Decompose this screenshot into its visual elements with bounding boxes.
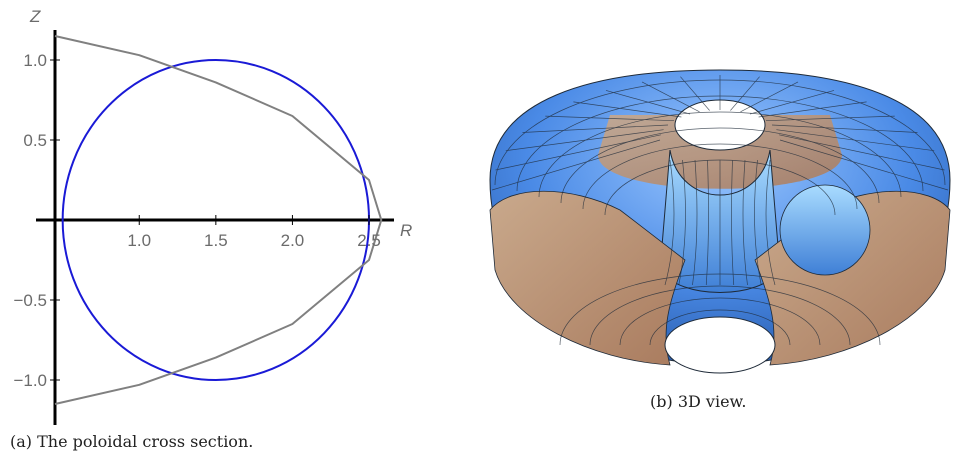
mesh-latitude	[582, 143, 858, 210]
y-tick-label: 1.0	[23, 51, 47, 70]
mesh-meridian	[730, 76, 760, 111]
x-axis-label: R	[400, 221, 412, 240]
mesh-tube-line	[705, 159, 709, 286]
plot-axes	[36, 30, 394, 425]
mesh-meridian	[749, 90, 835, 115]
mesh-meridian	[495, 134, 661, 171]
cross-section-plot: 1.0 1.5 2.0 2.5 1.0 0.5 −0.5 −1.0 Z R	[13, 7, 412, 425]
x-tick-label: 1.5	[204, 231, 228, 250]
mesh-tube-line	[754, 159, 762, 286]
mesh-latitude	[560, 127, 880, 204]
mesh-meridian	[776, 129, 935, 152]
mesh-meridian	[740, 81, 799, 113]
y-tick-label: −1.0	[13, 371, 47, 390]
y-tick-label: 0.5	[23, 131, 47, 150]
parabola-curve	[54, 35, 383, 405]
mesh-meridian	[765, 115, 895, 122]
mesh-tube-line	[742, 159, 748, 286]
caption-b: (b) 3D view.	[650, 392, 747, 411]
left-section	[489, 190, 686, 366]
front-hole	[664, 316, 776, 374]
mesh-front-ring	[619, 297, 821, 346]
x-tick-label: 2.5	[357, 231, 381, 250]
mesh-meridian	[779, 139, 949, 191]
mesh-latitude	[538, 111, 902, 198]
mesh-meridian	[491, 139, 661, 191]
caption-a: (a) The poloidal cross section.	[10, 432, 254, 451]
mesh-meridian	[771, 124, 918, 133]
mesh-meridian	[573, 101, 682, 118]
x-tick-label: 1.0	[127, 231, 151, 250]
mesh-tube-line	[664, 159, 675, 286]
mesh-front-ring	[589, 285, 851, 346]
mesh-front-ring	[649, 309, 791, 346]
mesh-meridian	[522, 124, 669, 133]
x-tick-label: 2.0	[281, 231, 305, 250]
plot-tick-labels: 1.0 1.5 2.0 2.5 1.0 0.5 −0.5 −1.0	[13, 51, 380, 390]
left-cutout	[779, 184, 871, 276]
mesh-meridian	[505, 129, 664, 152]
y-tick-label: −0.5	[13, 291, 47, 310]
mesh-meridian	[641, 81, 700, 113]
mesh-meridian	[758, 101, 867, 118]
mesh-tube-line	[678, 159, 686, 286]
mesh-front-ring	[559, 273, 881, 346]
mesh-meridian	[605, 90, 691, 115]
mesh-tube-line	[765, 159, 776, 286]
mesh-tube-line	[731, 159, 735, 286]
surface-mesh	[491, 75, 949, 346]
mesh-meridian	[779, 134, 945, 171]
mesh-tube-line	[692, 159, 698, 286]
y-axis-label: Z	[29, 7, 41, 26]
mesh-meridian	[545, 115, 675, 122]
mesh-meridian	[680, 76, 710, 111]
torus-3d-view	[489, 69, 951, 374]
